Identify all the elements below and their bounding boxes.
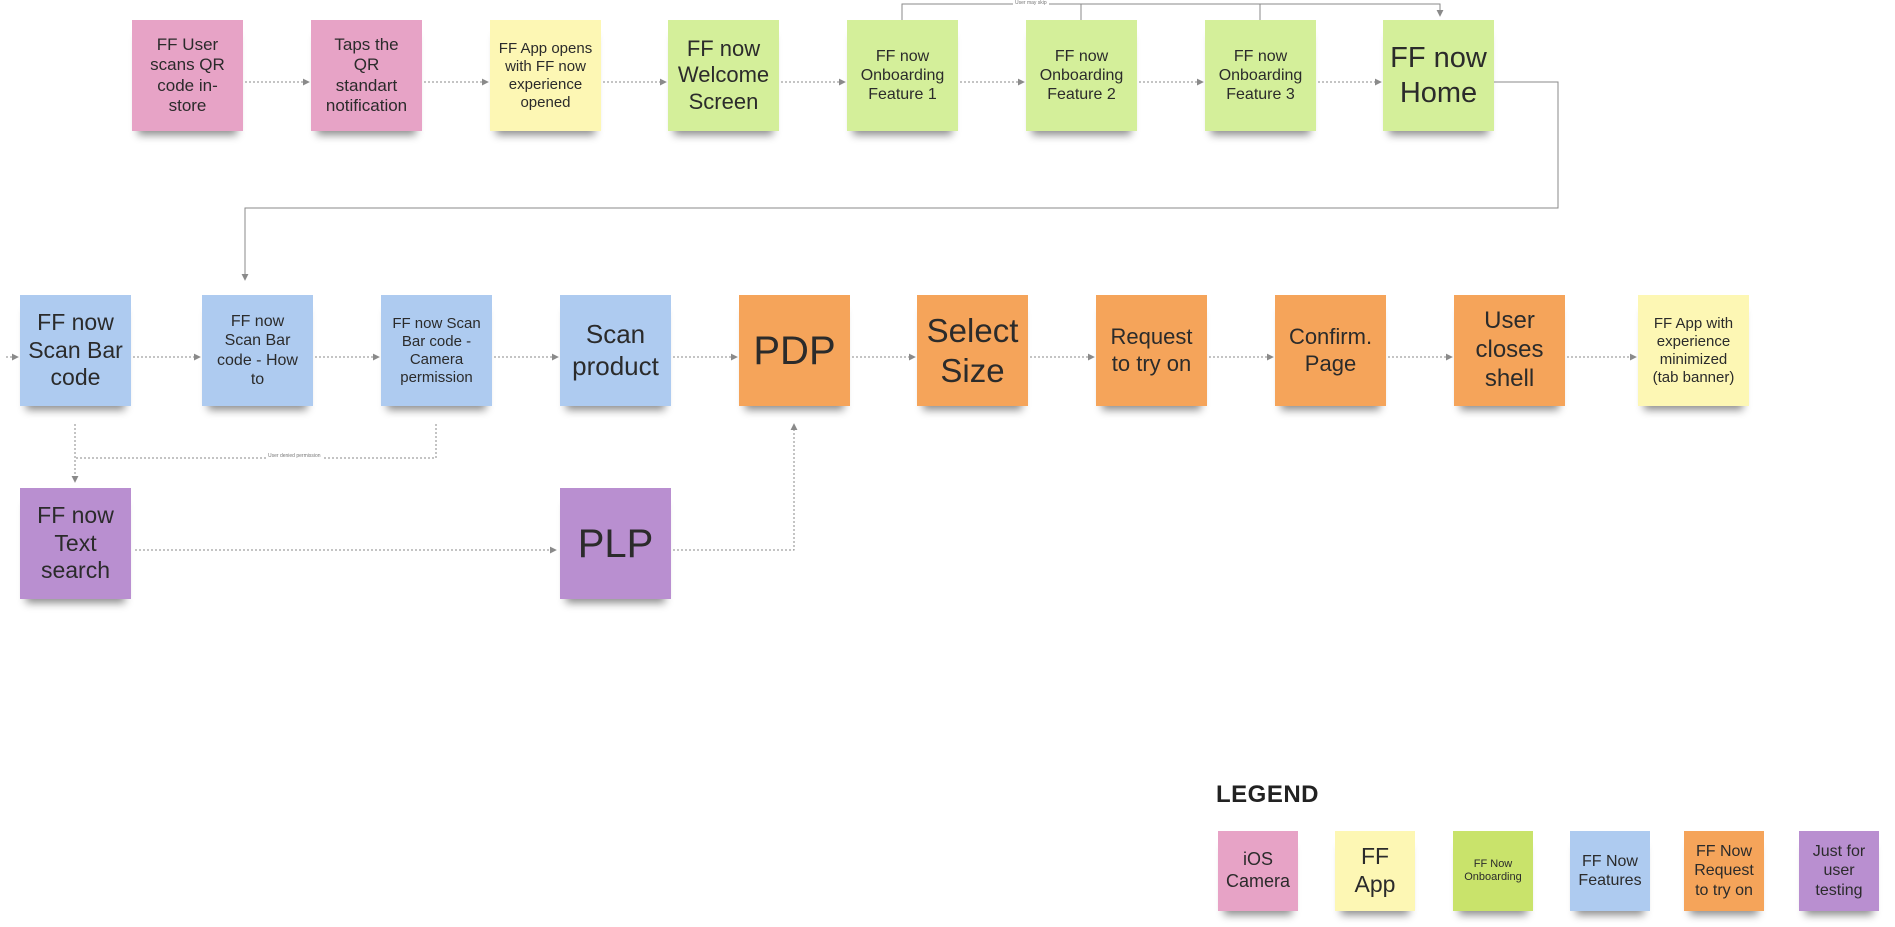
sticky-text: Select Size (926, 311, 1019, 389)
sticky-scan-bar-code[interactable]: FF now Scan Bar code (20, 295, 131, 406)
sticky-text: FF now Home (1390, 41, 1487, 109)
connector-home-to-scan (241, 81, 1559, 281)
sticky-text: Taps the QR standart notification (325, 34, 408, 115)
sticky-ff-now-home[interactable]: FF now Home (1383, 20, 1494, 131)
sticky-onboarding-feature-3[interactable]: FF now Onboarding Feature 3 (1205, 20, 1316, 131)
legend-text: FF App (1354, 843, 1396, 897)
sticky-taps-qr-notification[interactable]: Taps the QR standart notification (311, 20, 422, 131)
legend-text: FF Now Onboarding (1464, 857, 1522, 883)
legend-ff-now-onboarding[interactable]: FF Now Onboarding (1453, 831, 1533, 911)
legend-ff-now-request[interactable]: FF Now Request to try on (1684, 831, 1764, 911)
sticky-text: FF App with experience minimized (tab ba… (1652, 314, 1735, 386)
sticky-select-size[interactable]: Select Size (917, 295, 1028, 406)
sticky-ff-user-scans-qr[interactable]: FF User scans QR code in- store (132, 20, 243, 131)
sticky-text: FF User scans QR code in- store (150, 34, 225, 115)
legend-text: FF Now Features (1578, 852, 1642, 889)
sticky-text-search[interactable]: FF now Text search (20, 488, 131, 599)
sticky-ff-app-minimized[interactable]: FF App with experience minimized (tab ba… (1638, 295, 1749, 406)
connector-plp-to-pdp (673, 423, 798, 551)
sticky-text: Request to try on (1110, 324, 1193, 376)
sticky-text: FF now Onboarding Feature 2 (1039, 47, 1124, 104)
sticky-text: PLP (577, 521, 654, 566)
legend-text: Just for user testing (1812, 843, 1866, 899)
sticky-text: FF now Scan Bar code - How to (217, 313, 298, 388)
sticky-text: Scan product (572, 319, 659, 381)
connector-denied-a (75, 424, 437, 459)
sticky-camera-permission[interactable]: FF now Scan Bar code - Camera permission (381, 295, 492, 406)
legend-ff-app[interactable]: FF App (1335, 831, 1415, 911)
sticky-text: FF now Welcome Screen (677, 35, 770, 114)
legend-text: iOS Camera (1225, 849, 1291, 891)
sticky-confirm-page[interactable]: Confirm. Page (1275, 295, 1386, 406)
sticky-text: FF App opens with FF now experience open… (498, 39, 593, 111)
sticky-user-closes-shell[interactable]: User closes shell (1454, 295, 1565, 406)
legend-title: LEGEND (1216, 781, 1320, 808)
sticky-text: PDP (753, 328, 836, 373)
connector-skip-1 (901, 3, 1444, 20)
legend-ff-now-features[interactable]: FF Now Features (1570, 831, 1650, 911)
sticky-text: Confirm. Page (1288, 324, 1373, 376)
legend-just-for-testing[interactable]: Just for user testing (1799, 831, 1879, 911)
sticky-welcome-screen[interactable]: FF now Welcome Screen (668, 20, 779, 131)
sticky-plp[interactable]: PLP (560, 488, 671, 599)
sticky-text: FF now Text search (37, 502, 114, 584)
sticky-text: User closes shell (1475, 307, 1544, 392)
sticky-scan-bar-code-how-to[interactable]: FF now Scan Bar code - How to (202, 295, 313, 406)
sticky-request-to-try-on[interactable]: Request to try on (1096, 295, 1207, 406)
sticky-text: FF now Onboarding Feature 1 (860, 47, 945, 104)
sticky-onboarding-feature-1[interactable]: FF now Onboarding Feature 1 (847, 20, 958, 131)
sticky-onboarding-feature-2[interactable]: FF now Onboarding Feature 2 (1026, 20, 1137, 131)
sticky-text: FF now Scan Bar code (28, 309, 123, 391)
sticky-text: FF now Onboarding Feature 3 (1218, 47, 1303, 104)
legend-text: FF Now Request to try on (1694, 843, 1754, 899)
sticky-ff-app-opens[interactable]: FF App opens with FF now experience open… (490, 20, 601, 131)
legend-ios-camera[interactable]: iOS Camera (1218, 831, 1298, 911)
connector-label-denied: User denied permission (266, 453, 323, 459)
sticky-pdp[interactable]: PDP (739, 295, 850, 406)
sticky-text: FF now Scan Bar code - Camera permission (392, 314, 481, 386)
sticky-scan-product[interactable]: Scan product (560, 295, 671, 406)
connector-label-skip: User may skip (1013, 0, 1049, 6)
